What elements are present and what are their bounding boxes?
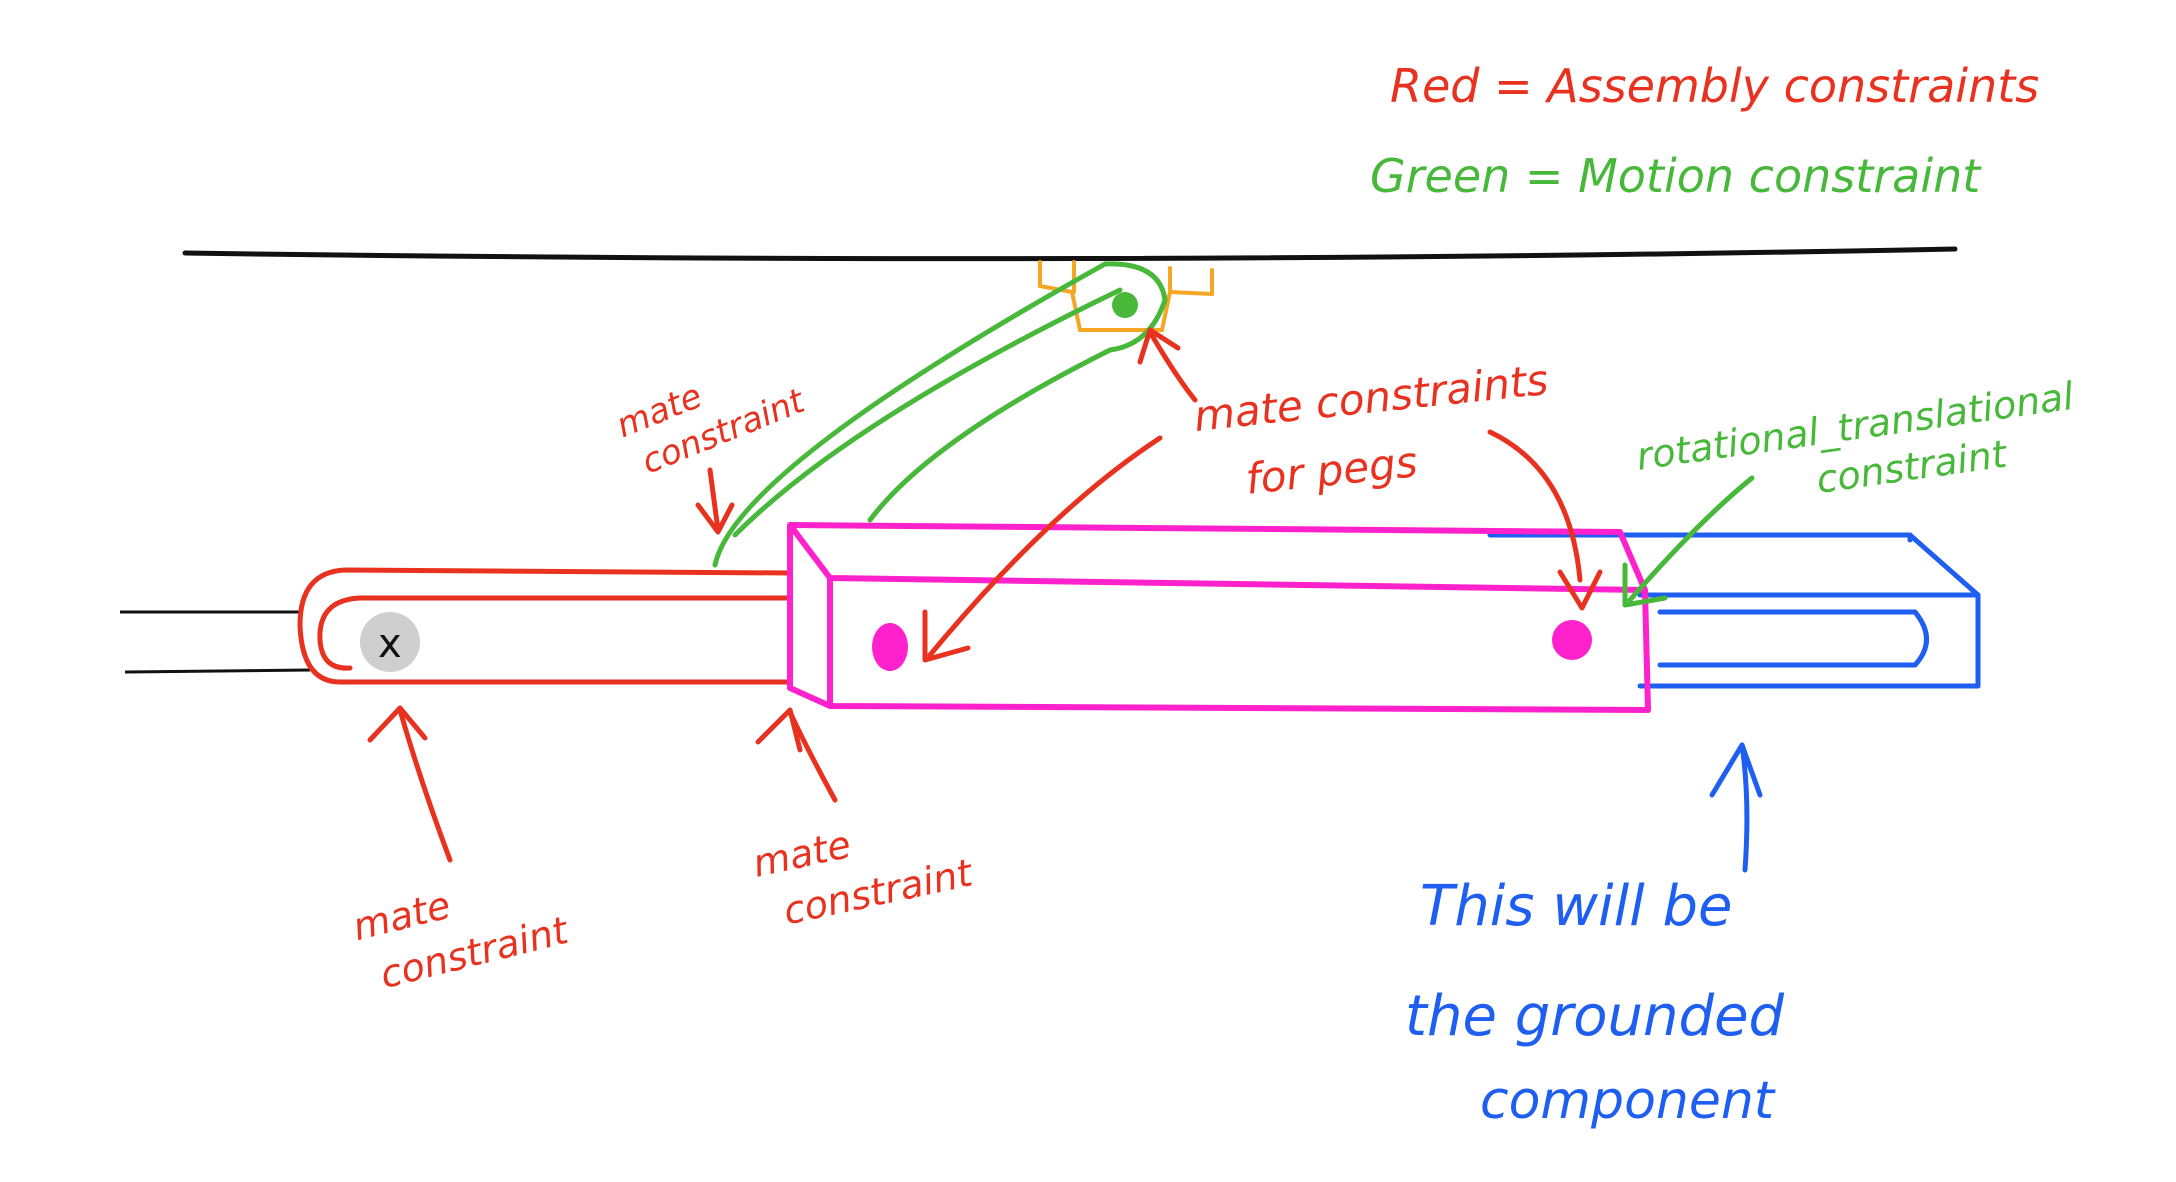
arrow-mate-bottom-left — [397, 707, 453, 863]
motion-pivot-dot — [1112, 292, 1138, 318]
peg-box — [787, 522, 1651, 713]
label-pegs-line1: mate constraints — [1191, 355, 1550, 441]
arrow-to-right-peg — [1487, 429, 1583, 583]
ceiling-line — [182, 246, 1958, 262]
arrow-to-left-peg — [927, 435, 1163, 658]
arrow-mate-bottom-mid — [787, 709, 838, 803]
green-arrow — [1622, 475, 1755, 608]
pivot-pin-mark: x — [378, 621, 402, 667]
arrow-to-pivot — [1147, 329, 1198, 403]
red-arm — [297, 567, 793, 685]
left-wire-bottom — [124, 668, 311, 674]
arrow-mate-top — [707, 467, 721, 533]
label-grounded-line2: the grounded — [1405, 984, 1785, 1049]
label-pegs: mate constraints for pegs — [1191, 355, 1550, 504]
label-grounded-line1: This will be — [1420, 874, 1733, 939]
label-mate-top: mate constraint — [611, 376, 812, 482]
label-rot-trans: rotational_translational constraint — [1634, 374, 2077, 502]
legend-assembly-text: Red = Assembly constraints — [1390, 59, 2039, 113]
grounded-body — [1487, 532, 1981, 689]
label-mate-bottom-mid: mate constraint — [749, 822, 978, 933]
motion-link — [712, 261, 1168, 568]
pivot-pin — [360, 612, 420, 672]
ceiling-bracket — [1038, 260, 1214, 332]
peg-left — [872, 623, 908, 671]
red-arrows — [367, 327, 1603, 863]
legend-motion-text: Green = Motion constraint — [1370, 149, 1982, 203]
label-grounded-line3: component — [1480, 1071, 1776, 1131]
label-mate-bottom-mid-line1: mate — [749, 822, 855, 886]
label-mate-bottom-left: mate constraint — [348, 883, 574, 997]
blue-arrow — [1709, 742, 1763, 873]
peg-right — [1552, 620, 1592, 660]
label-pegs-line2: for pegs — [1243, 437, 1419, 504]
